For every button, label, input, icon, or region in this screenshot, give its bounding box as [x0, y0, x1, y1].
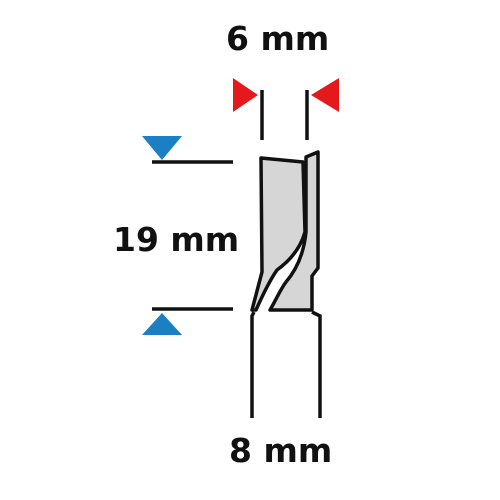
shank: [250, 310, 322, 418]
cutting-diameter-label: 6 mm: [226, 19, 330, 58]
cutting-length-label: 19 mm: [113, 220, 240, 259]
bottom-blue-triangle-icon: [142, 313, 182, 335]
cutting-flute: [268, 150, 320, 312]
cutting-width-markers: [233, 78, 339, 140]
top-blue-triangle-icon: [142, 136, 182, 160]
router-bit: [250, 150, 322, 418]
left-red-triangle-icon: [233, 78, 258, 112]
cutting-head: [250, 156, 307, 312]
cutting-length-markers: [142, 136, 233, 335]
shank-diameter-label: 8 mm: [229, 431, 333, 470]
right-red-triangle-icon: [311, 78, 339, 112]
